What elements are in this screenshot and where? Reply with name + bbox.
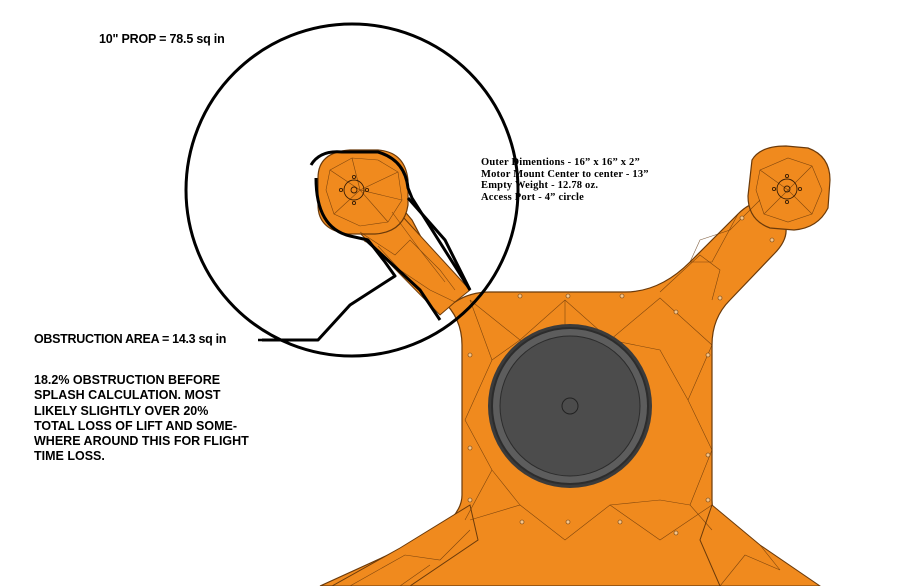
obstruction-area-label: OBSTRUCTION AREA = 14.3 sq in	[34, 332, 227, 346]
frame-specs: Outer Dimentions - 16” x 16” x 2” Motor …	[481, 157, 649, 203]
prop-circle	[184, 22, 520, 358]
note-line: LIKELY SLIGHTLY OVER 20%	[34, 403, 209, 418]
note-line: SPLASH CALCULATION. MOST	[34, 388, 221, 403]
obstruction-note: 18.2% OBSTRUCTION BEFORE SPLASH CALCULAT…	[34, 373, 279, 465]
obstruction-outline	[262, 150, 472, 342]
left-motor-mount-holes	[338, 174, 370, 206]
access-port	[488, 324, 652, 488]
spec-empty-weight: Empty Weight - 12.78 oz.	[481, 180, 599, 191]
spec-motor-mount-spacing: Motor Mount Center to center - 13”	[481, 168, 649, 180]
right-motor-mount-holes	[771, 173, 803, 205]
obstruction-outline-inner	[406, 197, 472, 291]
spec-outer-dimensions: Outer Dimentions - 16” x 16” x 2”	[481, 157, 640, 168]
note-line: 18.2% OBSTRUCTION BEFORE	[34, 373, 221, 387]
prop-area-label: 10" PROP = 78.5 sq in	[99, 32, 225, 46]
obstruction-outline-arm	[364, 238, 442, 321]
left-motor-pad	[317, 149, 409, 235]
right-motor-pad	[747, 145, 831, 231]
spec-access-port: Access Port - 4” circle	[481, 191, 584, 203]
note-line: TOTAL LOSS OF LIFT AND SOME-	[34, 418, 238, 433]
note-line: TIME LOSS.	[34, 449, 105, 464]
lower-left-arm	[330, 504, 479, 586]
lower-right-arm	[699, 504, 821, 586]
note-line: WHERE AROUND THIS FOR FLIGHT	[34, 434, 249, 449]
